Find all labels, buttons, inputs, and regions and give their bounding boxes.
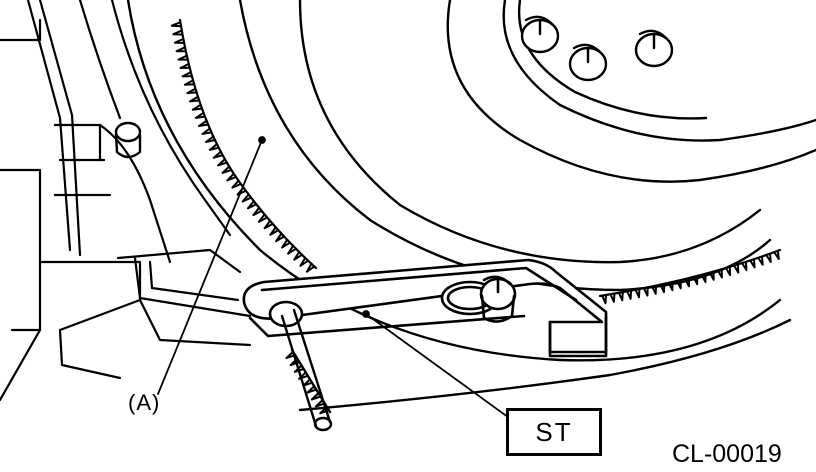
gear-tooth-row bbox=[601, 249, 780, 305]
figure-code: CL-00019 bbox=[672, 440, 782, 468]
stopper-tool bbox=[242, 258, 608, 358]
bolt bbox=[634, 29, 674, 68]
gear-tooth-row bbox=[285, 350, 330, 415]
leader-lines bbox=[157, 136, 513, 421]
gear-tooth-row bbox=[170, 21, 316, 273]
housing-dowel bbox=[114, 121, 142, 159]
bolt bbox=[568, 43, 608, 82]
tool-bolt bbox=[280, 308, 333, 432]
special-tool-label: ST bbox=[535, 416, 573, 447]
clutch-cover-disc bbox=[446, 0, 816, 183]
flywheel-body bbox=[126, 0, 792, 412]
disc-bolts bbox=[520, 15, 674, 82]
bolt bbox=[520, 15, 560, 54]
housing bbox=[0, 0, 252, 402]
special-tool-label-box: ST bbox=[506, 408, 602, 456]
ring-gear-teeth bbox=[170, 18, 782, 305]
part-a-label: (A) bbox=[128, 390, 161, 415]
